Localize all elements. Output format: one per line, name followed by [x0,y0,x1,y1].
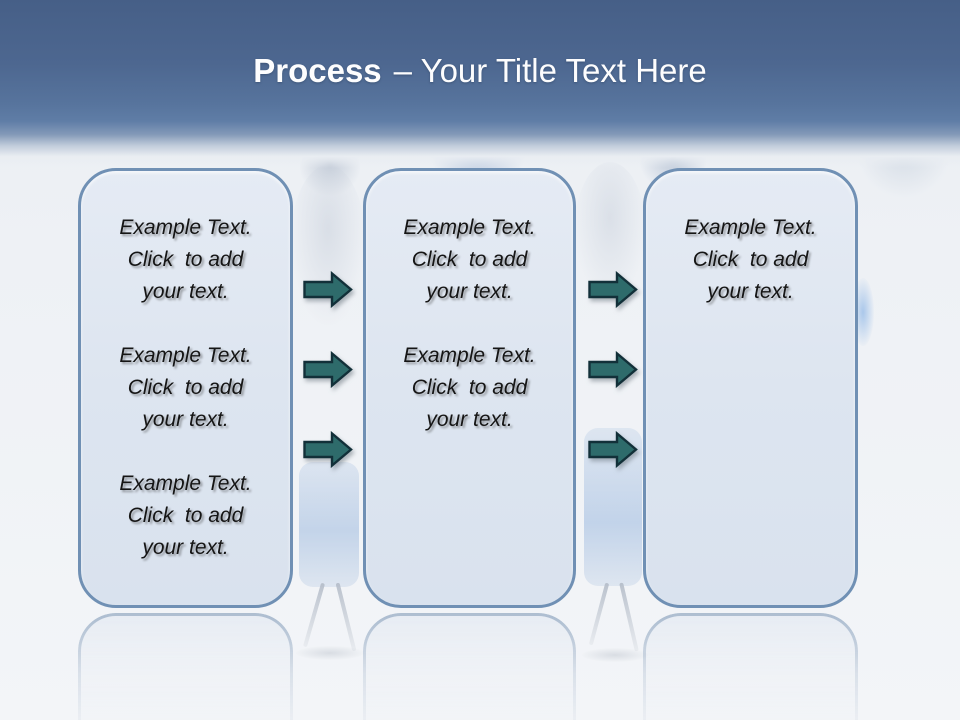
background-figure-body-icon [574,162,646,302]
chair-leg-icon [619,582,639,652]
right-arrow-icon [303,431,353,468]
text-placeholder[interactable]: Example Text. Click to add your text. [119,344,252,431]
box-reflection [643,613,858,720]
process-box-2[interactable]: Example Text. Click to add your text. Ex… [363,168,576,608]
chair-leg-icon [588,582,610,646]
right-arrow-icon [588,351,638,388]
slide-title[interactable]: Process – Your Title Text Here [0,52,960,90]
box-reflection [363,613,576,720]
right-arrow-icon [588,431,638,468]
text-placeholder[interactable]: Example Text. Click to add your text. [119,216,252,303]
right-arrow-icon [588,271,638,308]
text-placeholder[interactable]: Example Text. Click to add your text. [119,472,252,559]
chair-leg-icon [335,582,357,652]
background-chair-icon [299,462,359,587]
right-arrow-icon [303,351,353,388]
background-figure-body-icon [290,165,366,325]
text-placeholder[interactable]: Example Text. Click to add your text. [684,216,817,303]
chair-base-icon [296,646,364,660]
title-placeholder-text: – Your Title Text Here [393,52,707,89]
process-box-1[interactable]: Example Text. Click to add your text. Ex… [78,168,293,608]
right-arrow-icon [303,271,353,308]
process-box-3[interactable]: Example Text. Click to add your text. [643,168,858,608]
chair-base-icon [582,648,648,662]
box-reflection [78,613,293,720]
chair-leg-icon [302,582,326,648]
title-keyword: Process [253,52,382,89]
text-placeholder[interactable]: Example Text. Click to add your text. [403,344,536,431]
text-placeholder[interactable]: Example Text. Click to add your text. [403,216,536,303]
title-bar: Process – Your Title Text Here [0,0,960,168]
